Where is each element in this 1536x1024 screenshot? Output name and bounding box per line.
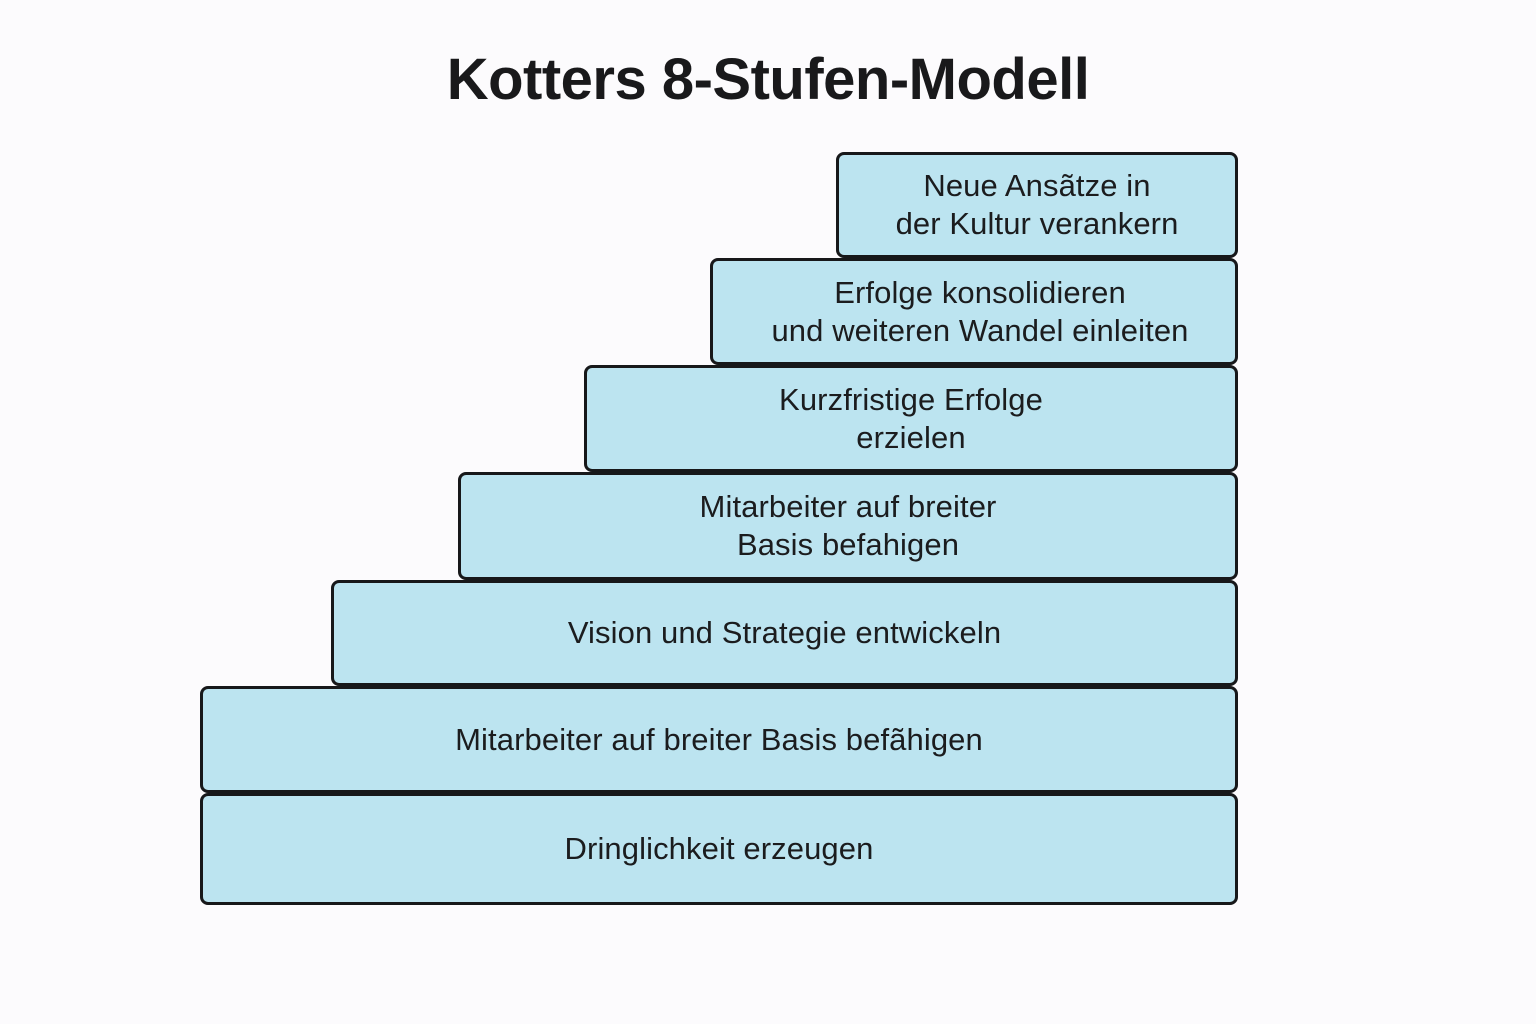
staircase-step-5[interactable]: Kurzfristige Erfolge erzielen — [584, 365, 1238, 472]
page-title: Kotters 8-Stufen-Modell — [446, 47, 1090, 112]
step-line-2: der Kultur verankern — [895, 206, 1179, 241]
staircase-step-1-label: Dringlichkeit erzeugen — [565, 830, 874, 868]
staircase-step-3-label: Vision und Strategie entwickeln — [568, 614, 1001, 652]
step-line-1: Erfolge konsolidieren — [834, 274, 1126, 310]
staircase-step-6[interactable]: Erfolge konsolidieren und weiteren Wande… — [710, 258, 1238, 365]
staircase-step-6-label: Erfolge konsolidieren und weiteren Wande… — [771, 274, 1188, 350]
staircase-step-4[interactable]: Mitarbeiter auf breiter Basis befahigen — [458, 472, 1238, 580]
step-line-2: erzielen — [856, 419, 966, 455]
staircase-step-1[interactable]: Dringlichkeit erzeugen — [200, 793, 1238, 905]
step-line-1: Dringlichkeit erzeugen — [564, 831, 874, 867]
step-line-2: Basis befahigen — [736, 527, 960, 562]
staircase-step-2-label: Mitarbeiter auf breiter Basis befãhigen — [455, 721, 983, 759]
step-line-1: Mitarbeiter auf breiter Basis befãhigen — [455, 721, 983, 757]
step-line-1: Mitarbeiter auf breiter — [699, 489, 997, 525]
step-line-2: und weiteren Wandel einleiten — [771, 312, 1189, 348]
staircase-step-7[interactable]: Neue Ansãtze in der Kultur verankern — [836, 152, 1238, 258]
staircase-step-5-label: Kurzfristige Erfolge erzielen — [779, 381, 1043, 457]
staircase-step-2[interactable]: Mitarbeiter auf breiter Basis befãhigen — [200, 686, 1238, 793]
staircase-step-4-label: Mitarbeiter auf breiter Basis befahigen — [700, 488, 997, 564]
staircase-step-3[interactable]: Vision und Strategie entwickeln — [331, 580, 1238, 686]
staircase-step-7-label: Neue Ansãtze in der Kultur verankern — [896, 167, 1179, 243]
step-line-1: Vision und Strategie entwickeln — [567, 615, 1002, 651]
step-line-1: Kurzfristige Erfolge — [779, 381, 1043, 417]
step-line-1: Neue Ansãtze in — [923, 168, 1151, 204]
